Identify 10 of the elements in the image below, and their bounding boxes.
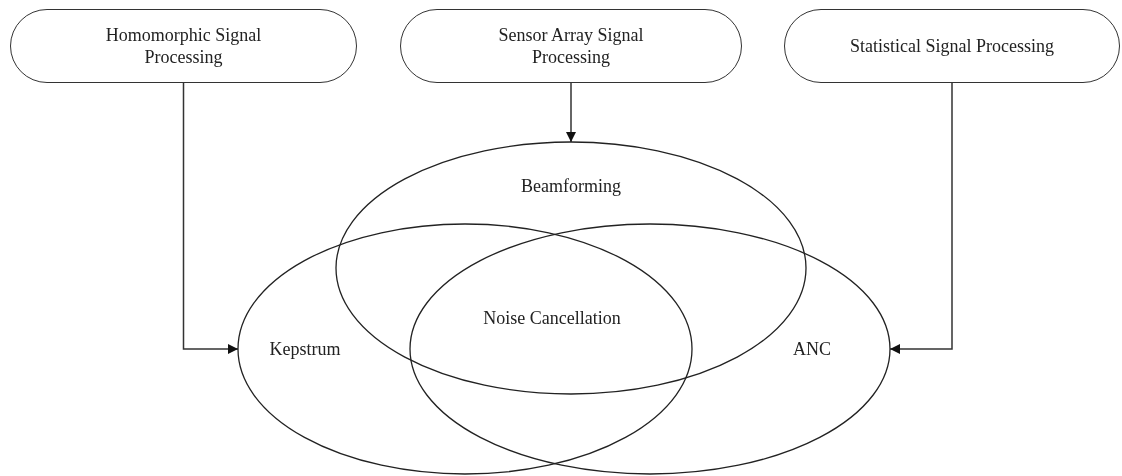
process-box: Homomorphic Signal Processing — [10, 9, 357, 83]
arrow — [182, 82, 239, 354]
arrow — [889, 82, 953, 354]
arrow — [566, 82, 576, 143]
set-label: ANC — [793, 338, 831, 360]
set-label: Beamforming — [521, 175, 621, 197]
process-box: Sensor Array Signal Processing — [400, 9, 742, 83]
set-label: Kepstrum — [269, 338, 341, 360]
intersection-label: Noise Cancellation — [483, 307, 621, 329]
process-box: Statistical Signal Processing — [784, 9, 1120, 83]
